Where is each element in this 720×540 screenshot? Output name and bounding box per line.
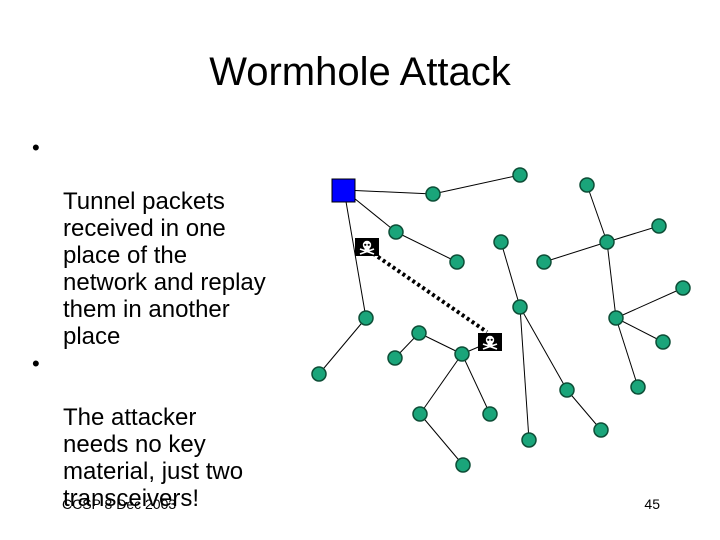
sensor-node (521, 432, 537, 448)
sensor-node (454, 346, 470, 362)
bullet-dot-icon: • (32, 135, 40, 160)
sensor-node (512, 299, 528, 315)
link (606, 225, 660, 243)
link (615, 287, 684, 319)
sensor-node (387, 350, 403, 366)
sensor-node (311, 366, 327, 382)
bullet-list: • Tunnel packets received in one place o… (32, 134, 322, 512)
sensor-node (536, 254, 552, 270)
link (586, 184, 608, 243)
link (318, 317, 367, 375)
link (395, 231, 458, 263)
sensor-node (358, 310, 374, 326)
link (615, 317, 639, 388)
sensor-node (559, 382, 575, 398)
link (615, 317, 664, 343)
sensor-node (449, 254, 465, 270)
sensor-node (411, 325, 427, 341)
sensor-node (599, 234, 615, 250)
link (343, 189, 434, 195)
sensor-node (425, 186, 441, 202)
sensor-node (608, 310, 624, 326)
sensor-node (655, 334, 671, 350)
sensor-node (412, 406, 428, 422)
sensor-node (651, 218, 667, 234)
link (461, 353, 491, 415)
slide-title: Wormhole Attack (209, 50, 511, 94)
bullet-item-attacker: • The attacker needs no key material, ju… (32, 350, 322, 512)
link (419, 413, 464, 466)
link (432, 174, 521, 195)
link (419, 353, 463, 415)
link (418, 332, 463, 355)
sensor-node (512, 167, 528, 183)
link (519, 306, 568, 391)
bullet-item-tunnel: • Tunnel packets received in one place o… (32, 134, 322, 350)
bullet-text-attacker: The attacker needs no key material, just… (63, 404, 244, 512)
base-station-square-node-icon (331, 178, 356, 203)
sensor-node (388, 224, 404, 240)
sensor-nodes (311, 167, 691, 473)
bullet-dot-icon: • (32, 351, 40, 376)
sensor-node (675, 280, 691, 296)
sensor-node (579, 177, 595, 193)
link (519, 306, 530, 441)
link (606, 241, 617, 319)
link (500, 241, 521, 308)
sensor-node (455, 457, 471, 473)
bullet-text-tunnel: Tunnel packets received in one place of … (63, 188, 266, 350)
network-links (318, 174, 684, 466)
attacker-skull-crossbones-icon (355, 238, 379, 256)
footer-event: CCSP 8 Dec 2003 (62, 496, 177, 512)
attacker-skull-crossbones-icon (478, 333, 502, 351)
link (566, 389, 602, 431)
sensor-node (630, 379, 646, 395)
wormhole-tunnel (366, 248, 489, 334)
page-number: 45 (644, 496, 660, 512)
sensor-node (482, 406, 498, 422)
link (543, 241, 608, 263)
sensor-node (493, 234, 509, 250)
sensor-node (593, 422, 609, 438)
